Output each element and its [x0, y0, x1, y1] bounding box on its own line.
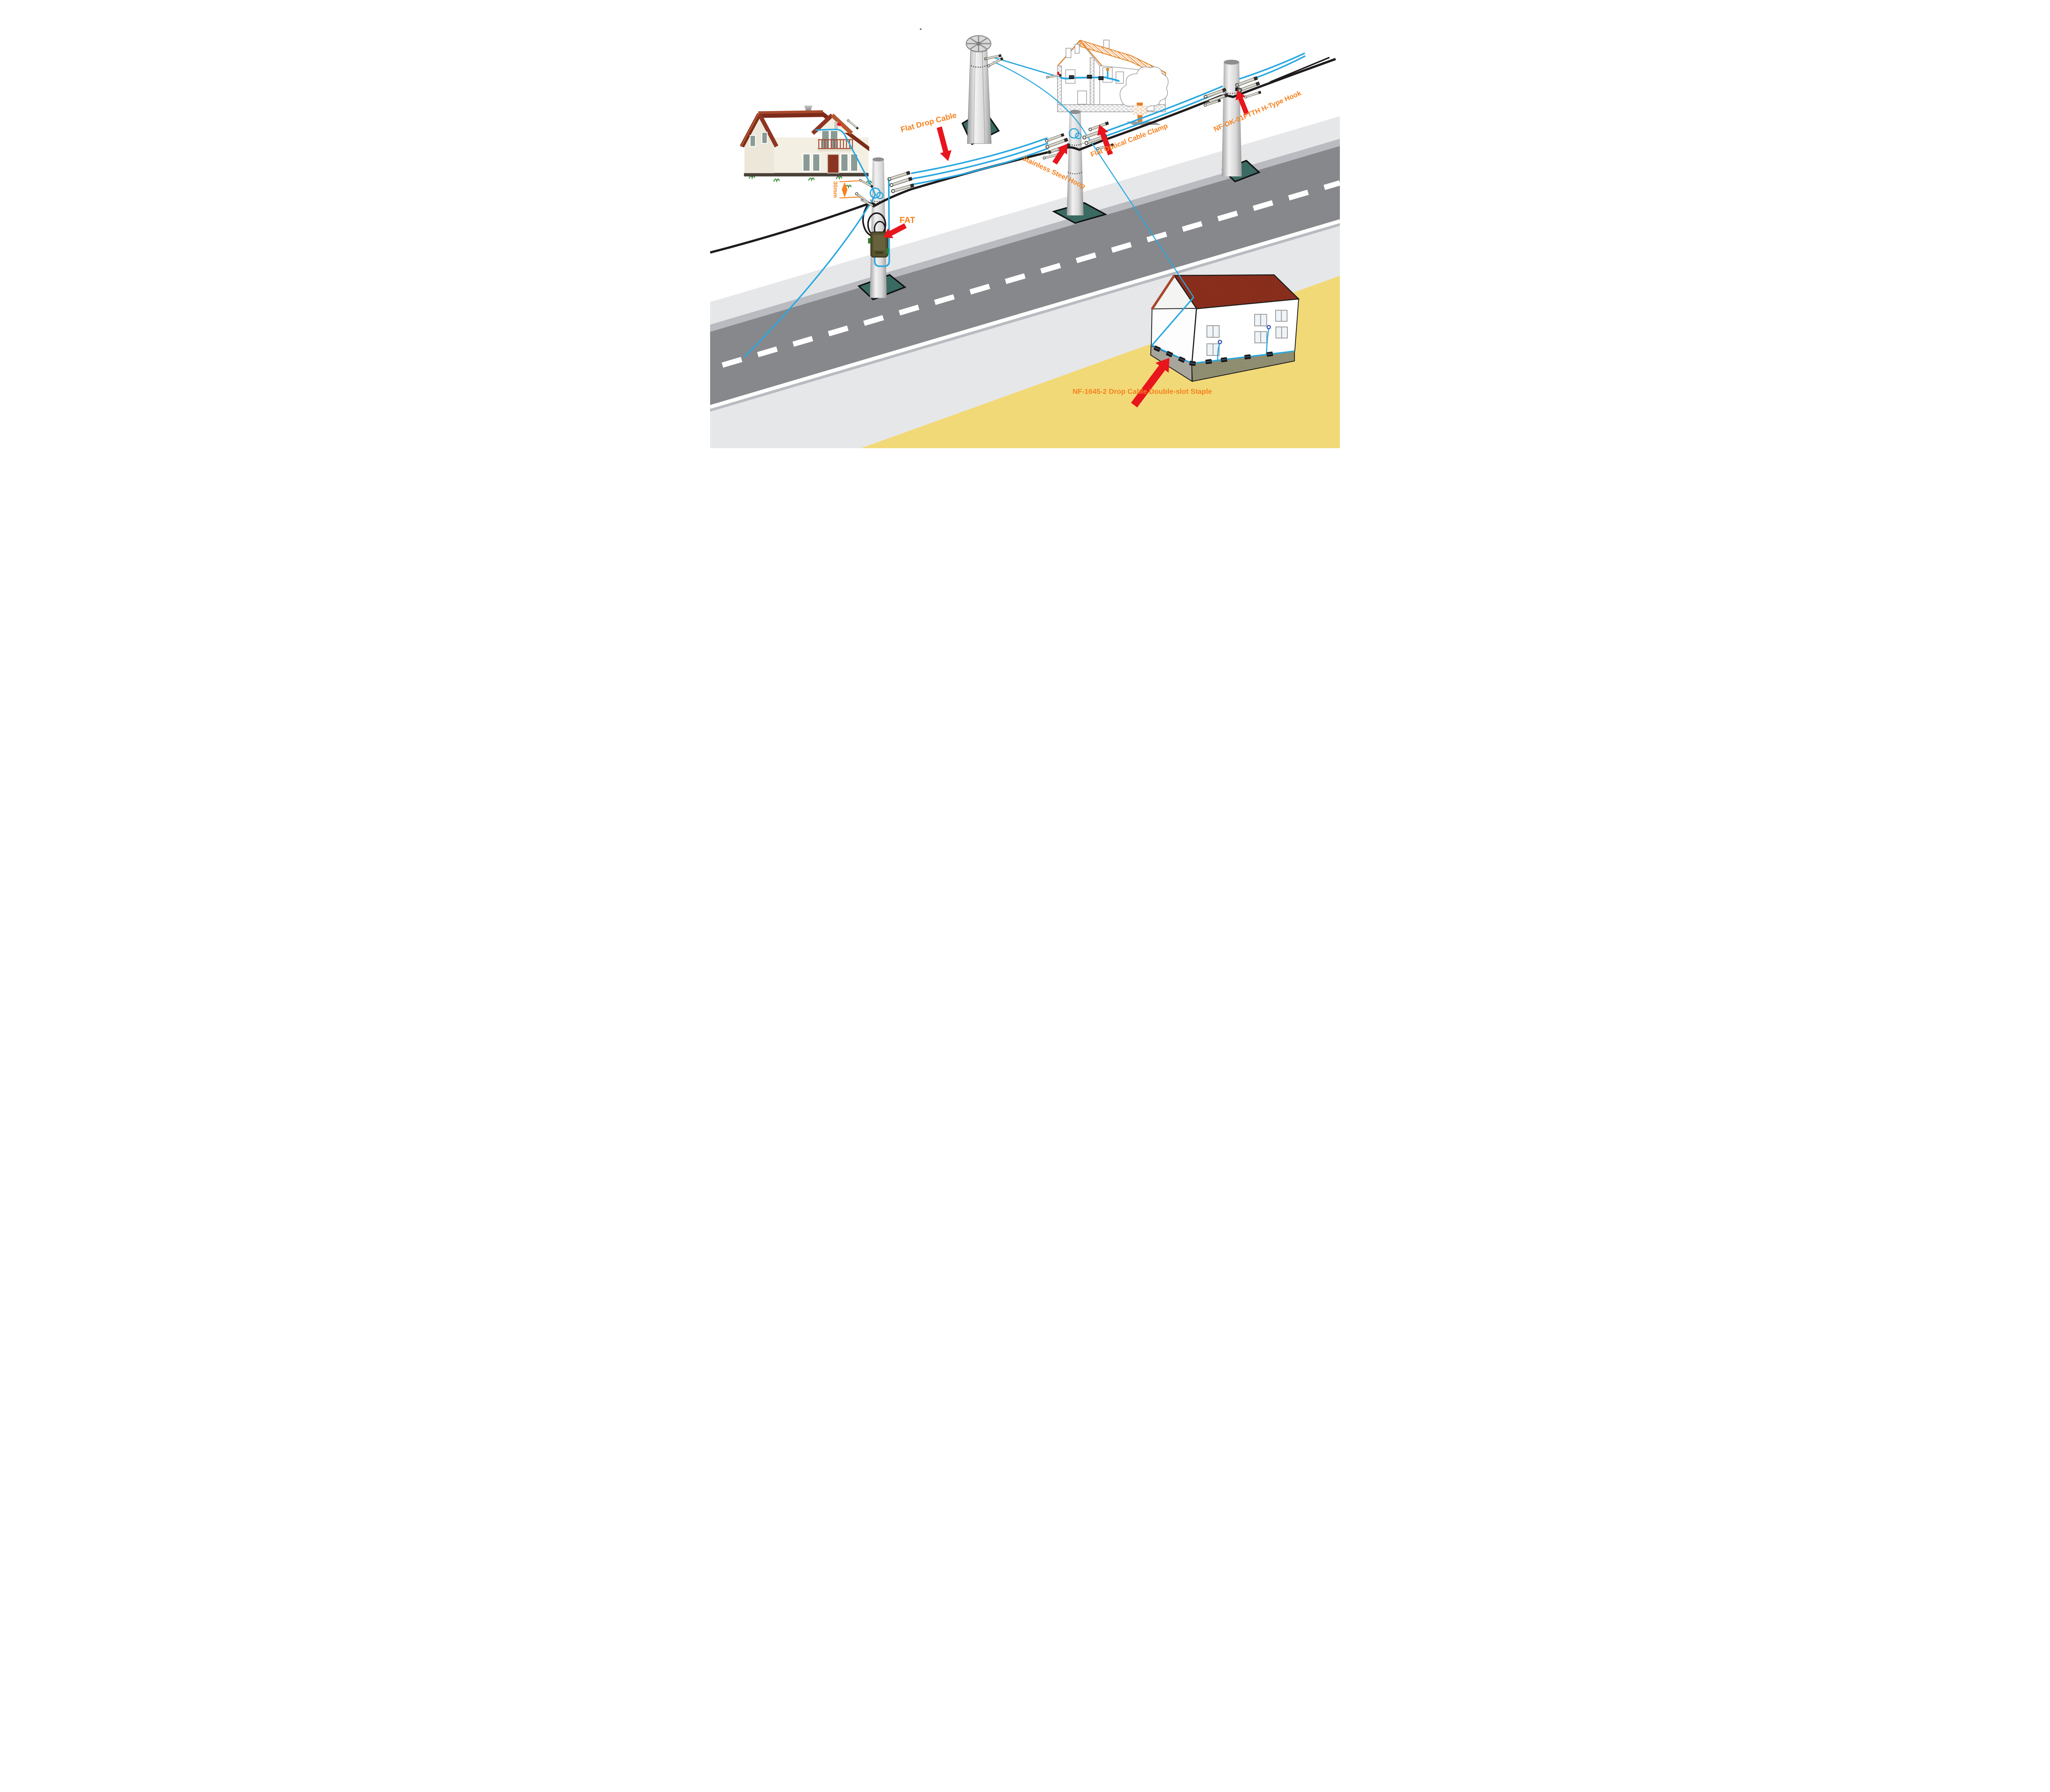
arrow-stainless-steel-hoop [1052, 144, 1068, 165]
pointer-arrows [883, 90, 1249, 408]
lattice-tower [966, 35, 992, 144]
label-fat: FAT [899, 215, 916, 225]
diagram-stage: Flat Drop Cable FAT 30mm Stainless Steel… [710, 0, 1340, 448]
left-house-windows [749, 132, 859, 172]
arrow-h-type-hook [1235, 90, 1249, 116]
diagram-canvas [710, 0, 1340, 448]
span-30mm-annotation [839, 180, 861, 198]
fiber-cables [744, 52, 1306, 364]
label-30mm: 30mm [832, 181, 839, 198]
wall-bracket [834, 121, 838, 130]
arrow-double-slot-staple [1131, 358, 1170, 408]
left-house-door [827, 154, 839, 173]
arrow-flat-drop-cable [936, 126, 952, 161]
left-house [740, 105, 872, 189]
h-type-hook [1235, 87, 1239, 91]
label-double-slot-staple: NF-1645-2 Drop Cable Double-slot Staple [1072, 387, 1212, 396]
arrow-fat [883, 223, 907, 239]
double-arrow-icon [842, 182, 848, 198]
fat-box [868, 231, 889, 258]
arrow-flat-optical-cable-clamp [1097, 124, 1113, 155]
cable-entry-cap [1106, 68, 1109, 71]
bottom-house-windows [1206, 310, 1288, 356]
sketch-house [1057, 39, 1169, 125]
